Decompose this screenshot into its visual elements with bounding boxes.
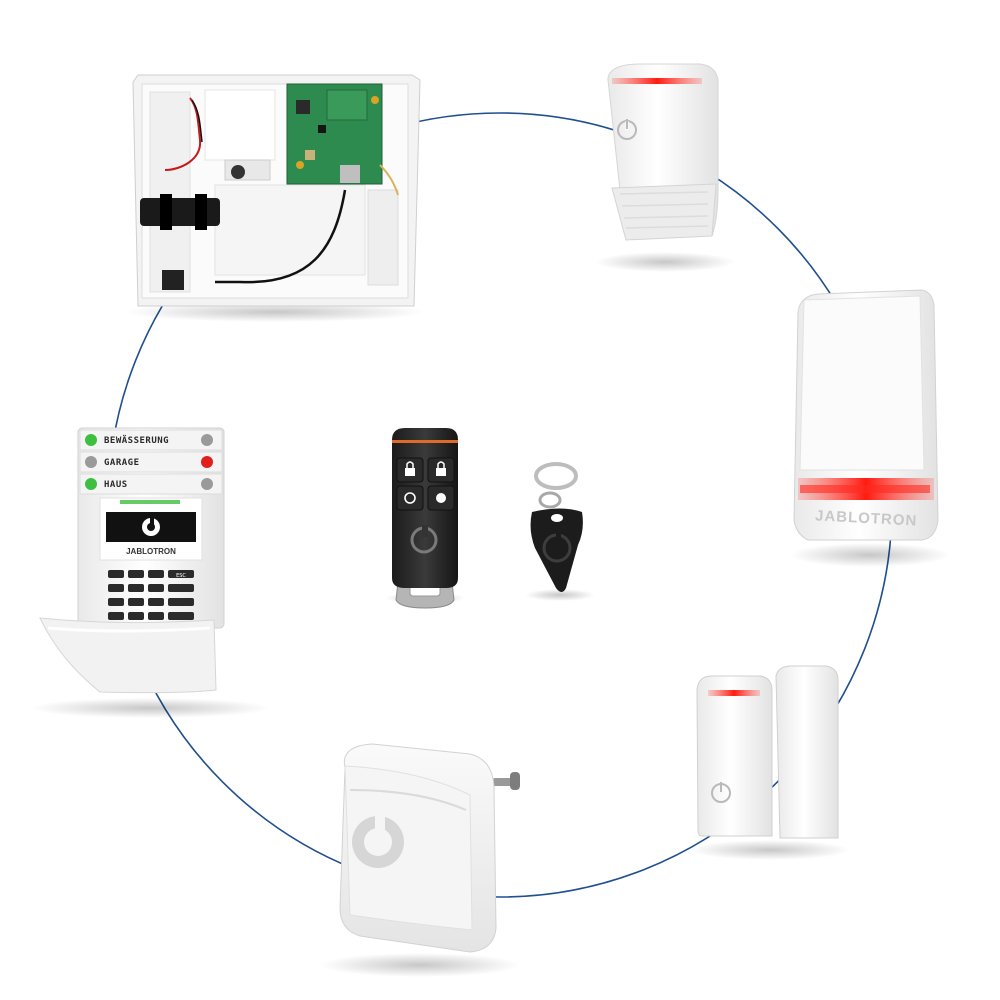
keypad-brand-label: JABLOTRON [126,547,176,556]
outdoor-siren: JABLOTRON [790,289,950,567]
esc-key-label: ESC [176,573,186,579]
motion-detector [595,63,735,272]
indoor-plug-siren [320,743,520,977]
keypad-flap [39,617,217,694]
fob-button-dot [427,485,455,511]
fob-button-circle [396,485,424,511]
segment-label: HAUS [104,480,128,490]
fob-button-lock [396,457,424,483]
fob-button-lock [427,457,455,483]
control-panel [125,74,425,322]
status-led-green [85,434,97,446]
jablotron-logo-icon [711,782,731,803]
keypad-keys [108,570,194,620]
status-led-gray [85,456,97,468]
status-led-gray [201,434,213,446]
jablotron-logo-icon [142,516,160,536]
rfid-tag [525,462,595,601]
jablotron-logo-icon [352,810,404,868]
door-contact-sensor [690,665,850,860]
status-led-gray [201,478,213,490]
segment-label: BEWÄSSERUNG [104,435,169,446]
segment-label: GARAGE [104,458,140,468]
keypad-segments: BEWÄSSERUNG GARAGE HAUS [79,429,223,495]
status-led-green [85,478,97,490]
siren-brand-label: JABLOTRON [815,507,918,529]
remote-key-fob [385,428,465,609]
jablotron-logo-icon [617,119,637,140]
jablotron-logo-icon [542,532,572,563]
access-keypad: BEWÄSSERUNG GARAGE HAUS JABLOTRON ESC [30,427,270,718]
jablotron-logo-icon [410,525,438,554]
status-led-red [201,456,213,468]
